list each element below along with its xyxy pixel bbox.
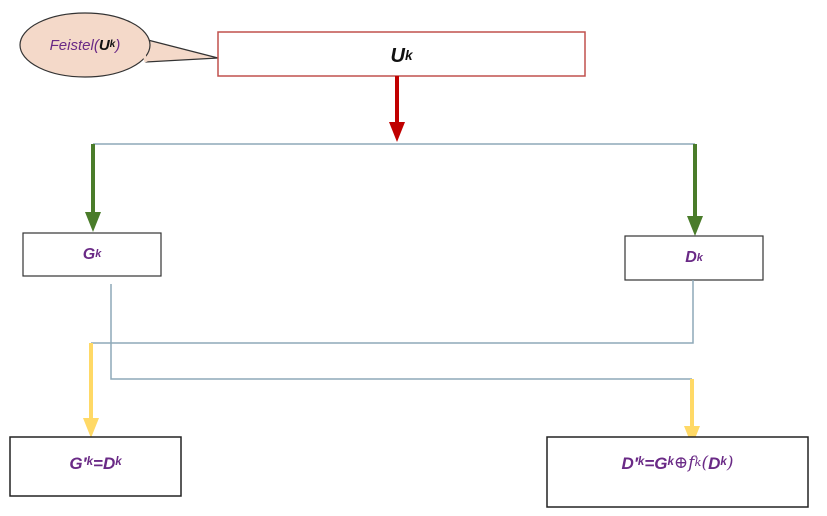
red-arrow-head [389, 122, 405, 142]
uk-box [217, 31, 586, 77]
callout-tail [139, 37, 219, 63]
green-arrow-right-head [687, 216, 703, 236]
connector-dk-to-left [91, 280, 694, 344]
yellow-arrow-right-head [684, 426, 700, 446]
callout-bubble [19, 12, 151, 78]
yellow-arrow-left-head [83, 418, 99, 438]
green-arrow-left-head [85, 212, 101, 232]
gk-box [22, 232, 162, 277]
connector-gk-to-right [110, 284, 692, 380]
out-right-box [546, 436, 809, 508]
dk-box [624, 235, 764, 281]
out-left-box [9, 436, 182, 497]
